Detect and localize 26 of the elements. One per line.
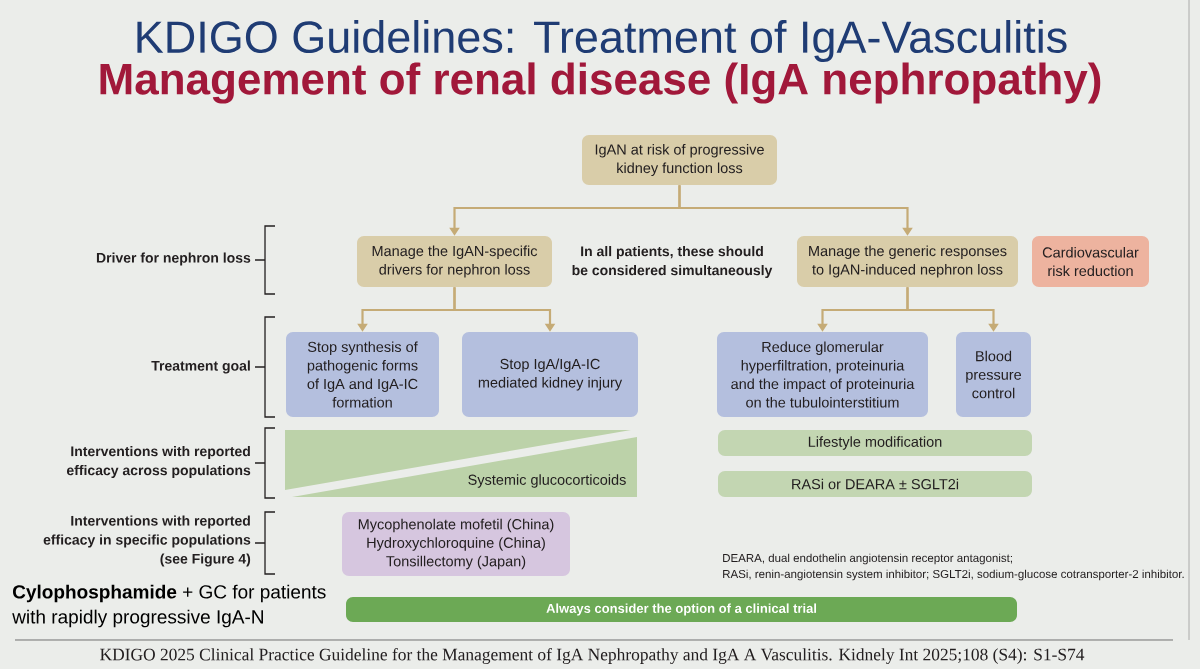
goal-box: Stop IgA/IgA-IC mediated kidney injury — [462, 332, 638, 417]
triangle-band — [285, 430, 631, 490]
intervention-bar: RASi or DEARA ± SGLT2i — [718, 471, 1032, 497]
goal-box: Blood pressure control — [956, 332, 1031, 417]
footnote: RASi, renin-angiotensin system inhibitor; SGLT2i, sodium-glucose cotransporter-2 inhibitor. — [723, 569, 1184, 581]
footnote: DEARA, dual endothelin angiotensin receptor antagonist; — [723, 553, 1012, 565]
goal-box: Reduce glomerular hyperfiltration, proteinuria and the impact of proteinuria on the tubulointerstitium — [717, 332, 928, 417]
citation: KDIGO 2025 Clinical Practice Guideline for the Management of IgA Nephropathy and IgA A Vasculitis. Kidnely Int 2025;108 (S4): S1-S74 — [100, 648, 1085, 664]
process-box: Manage the generic responses to IgAN-induced nephron loss — [797, 236, 1018, 287]
row-label: Driver for nephron loss — [96, 252, 251, 266]
row-label: Interventions with reported efficacy in specific populations (see Figure 4) — [43, 515, 251, 567]
banner-bar: Always consider the option of a clinical trial — [346, 597, 1017, 622]
intervention-box: Mycophenolate mofetil (China) Hydroxychloroquine (China) Tonsillectomy (Japan) — [342, 512, 570, 576]
process-box: Cardiovascular risk reduction — [1032, 236, 1149, 287]
intervention-bar: Lifestyle modification — [718, 430, 1032, 456]
row-label: Treatment goal — [151, 360, 250, 374]
note-text: In all patients, these should be considered simultaneously — [572, 246, 773, 278]
triangle-band: Systemic glucocorticoids — [292, 437, 637, 497]
process-box: IgAN at risk of progressive kidney function loss — [582, 135, 777, 185]
side-note: Cylophosphamide + GC for patients with rapidly progressive IgA-N — [12, 584, 326, 628]
node-label: Systemic glucocorticoids — [468, 474, 626, 488]
process-box: Manage the IgAN-specific drivers for nephron loss — [357, 236, 552, 287]
title: KDIGO Guidelines: Treatment of IgA-Vasculitis — [137, 20, 1067, 62]
goal-box: Stop synthesis of pathogenic forms of IgA and IgA-IC formation — [286, 332, 439, 417]
subtitle: Management of renal disease (IgA nephropathy) — [100, 62, 1101, 104]
row-label: Interventions with reported efficacy across populations — [66, 445, 251, 478]
